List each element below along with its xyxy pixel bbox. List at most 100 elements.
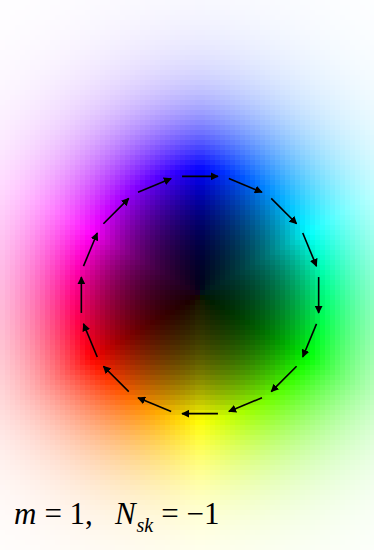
map-pixel [295, 20, 301, 26]
map-pixel [345, 100, 351, 106]
map-pixel [80, 115, 86, 121]
map-pixel [300, 95, 306, 101]
map-pixel [30, 95, 36, 101]
map-pixel [5, 35, 11, 41]
map-pixel [130, 75, 136, 81]
map-pixel [85, 30, 91, 36]
map-pixel [235, 100, 241, 106]
map-pixel [130, 90, 136, 96]
map-pixel [340, 60, 346, 66]
map-pixel [170, 15, 176, 21]
map-pixel [220, 80, 226, 86]
map-pixel [345, 40, 351, 46]
map-pixel [265, 120, 271, 126]
map-pixel [255, 10, 261, 16]
map-pixel [205, 40, 211, 46]
map-pixel [50, 95, 56, 101]
map-pixel [210, 65, 216, 71]
map-pixel [65, 125, 71, 131]
map-pixel [50, 105, 56, 111]
map-pixel [290, 90, 296, 96]
map-pixel [235, 130, 241, 136]
map-pixel [215, 125, 221, 131]
map-pixel [225, 25, 231, 31]
map-pixel [310, 15, 316, 21]
map-pixel [165, 25, 171, 31]
map-pixel [60, 75, 66, 81]
map-pixel [155, 20, 161, 26]
map-pixel [305, 20, 311, 26]
map-pixel [85, 20, 91, 26]
map-pixel [190, 110, 196, 116]
map-pixel [315, 75, 321, 81]
map-pixel [55, 130, 61, 136]
map-pixel [45, 25, 51, 31]
map-pixel [370, 65, 374, 71]
map-pixel [210, 75, 216, 81]
map-pixel [215, 80, 221, 86]
map-pixel [225, 0, 231, 6]
map-pixel [190, 65, 196, 71]
map-pixel [200, 5, 206, 11]
map-pixel [355, 70, 361, 76]
map-pixel [80, 125, 86, 131]
map-pixel [140, 100, 146, 106]
map-pixel [125, 65, 131, 71]
map-pixel [15, 80, 21, 86]
map-pixel [55, 105, 61, 111]
map-pixel [195, 95, 201, 101]
map-pixel [205, 20, 211, 26]
map-pixel [365, 45, 371, 51]
map-pixel [260, 55, 266, 61]
map-pixel [30, 20, 36, 26]
map-pixel [60, 55, 66, 61]
map-pixel [245, 120, 251, 126]
map-pixel [225, 90, 231, 96]
map-pixel [310, 90, 316, 96]
map-pixel [225, 125, 231, 131]
map-pixel [150, 85, 156, 91]
map-pixel [35, 55, 41, 61]
map-pixel [235, 35, 241, 41]
map-pixel [210, 95, 216, 101]
map-pixel [155, 70, 161, 76]
map-pixel [370, 20, 374, 26]
map-pixel [145, 10, 151, 16]
map-pixel [280, 90, 286, 96]
map-pixel [150, 90, 156, 96]
map-pixel [215, 25, 221, 31]
map-pixel [275, 45, 281, 51]
map-pixel [70, 105, 76, 111]
map-pixel [25, 130, 31, 136]
map-pixel [15, 20, 21, 26]
map-pixel [235, 75, 241, 81]
map-pixel [45, 115, 51, 121]
map-pixel [210, 50, 216, 56]
map-pixel [295, 75, 301, 81]
map-pixel [270, 120, 276, 126]
map-pixel [25, 70, 31, 76]
map-pixel [290, 10, 296, 16]
map-pixel [170, 65, 176, 71]
map-pixel [330, 60, 336, 66]
map-pixel [45, 105, 51, 111]
map-pixel [105, 50, 111, 56]
map-pixel [270, 75, 276, 81]
map-pixel [340, 10, 346, 16]
map-pixel [265, 25, 271, 31]
map-pixel [155, 105, 161, 111]
map-pixel [330, 90, 336, 96]
map-pixel [155, 95, 161, 101]
map-pixel [240, 110, 246, 116]
map-pixel [95, 25, 101, 31]
map-pixel [145, 5, 151, 11]
map-pixel [140, 115, 146, 121]
map-pixel [20, 5, 26, 11]
map-pixel [220, 0, 226, 6]
map-pixel [145, 70, 151, 76]
map-pixel [85, 110, 91, 116]
map-pixel [140, 70, 146, 76]
map-pixel [40, 80, 46, 86]
map-pixel [245, 95, 251, 101]
map-pixel [305, 115, 311, 121]
